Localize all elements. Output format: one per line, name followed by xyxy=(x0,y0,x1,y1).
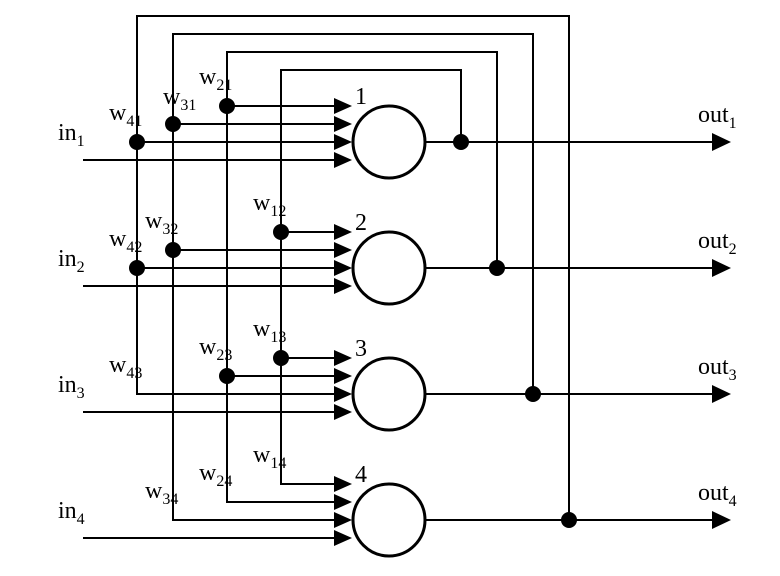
neuron-label-2: 2 xyxy=(355,210,367,236)
input-label-2: in2 xyxy=(58,246,85,276)
arrowhead xyxy=(334,386,352,402)
arrowhead xyxy=(334,152,352,168)
output-arrowhead-1 xyxy=(712,133,731,151)
neuron-label-1: 1 xyxy=(355,84,367,110)
output-tap-1 xyxy=(453,134,469,150)
weight-label-w34: w34 xyxy=(145,478,178,508)
weight-node-w32 xyxy=(165,242,181,258)
neuron-3 xyxy=(351,356,427,432)
weight-label-w21: w21 xyxy=(199,64,232,94)
input-label-1: in1 xyxy=(58,120,85,150)
output-tap-3 xyxy=(525,386,541,402)
arrowhead xyxy=(334,98,352,114)
weight-label-w32: w32 xyxy=(145,208,178,238)
output-tap-2 xyxy=(489,260,505,276)
arrowhead xyxy=(334,224,352,240)
weight-label-w41: w41 xyxy=(109,100,142,130)
neuron-label-3: 3 xyxy=(355,336,367,362)
weight-label-w31: w31 xyxy=(163,84,196,114)
arrowhead xyxy=(334,512,352,528)
neuron-label-4: 4 xyxy=(355,462,367,488)
output-arrowhead-4 xyxy=(712,511,731,529)
feedback-wire-4 xyxy=(136,15,570,520)
junction-dots xyxy=(129,98,577,528)
arrowhead xyxy=(334,278,352,294)
arrowhead xyxy=(334,476,352,492)
weight-node-w42 xyxy=(129,260,145,276)
output-label-3: out3 xyxy=(698,354,737,384)
arrowhead xyxy=(334,116,352,132)
weight-label-w43: w43 xyxy=(109,352,142,382)
output-arrowheads xyxy=(712,133,731,529)
weight-label-w13: w13 xyxy=(253,316,286,346)
weight-node-w13 xyxy=(273,350,289,366)
arrowhead xyxy=(334,260,352,276)
weight-node-w12 xyxy=(273,224,289,240)
arrowhead xyxy=(334,242,352,258)
feedback-wire-1 xyxy=(280,69,462,485)
weight-label-w23: w23 xyxy=(199,334,232,364)
output-arrowhead-3 xyxy=(712,385,731,403)
arrowhead xyxy=(334,494,352,510)
neuron-1 xyxy=(351,104,427,180)
feedback-wire-3 xyxy=(172,33,534,521)
input-arrowheads xyxy=(334,98,352,546)
arrowhead xyxy=(334,350,352,366)
arrowhead xyxy=(334,404,352,420)
weight-node-w23 xyxy=(219,368,235,384)
arrowhead xyxy=(334,134,352,150)
weight-label-w24: w24 xyxy=(199,460,232,490)
arrowhead xyxy=(334,368,352,384)
input-label-3: in3 xyxy=(58,372,85,402)
output-arrowhead-2 xyxy=(712,259,731,277)
output-label-2: out2 xyxy=(698,228,737,258)
weight-label-w14: w14 xyxy=(253,442,286,472)
weight-label-w42: w42 xyxy=(109,226,142,256)
neuron-2 xyxy=(351,230,427,306)
weight-node-w41 xyxy=(129,134,145,150)
weight-node-w31 xyxy=(165,116,181,132)
output-label-1: out1 xyxy=(698,102,737,132)
weight-node-w21 xyxy=(219,98,235,114)
output-tap-4 xyxy=(561,512,577,528)
weight-label-w12: w12 xyxy=(253,190,286,220)
input-label-4: in4 xyxy=(58,498,85,528)
arrowhead xyxy=(334,530,352,546)
neuron-4 xyxy=(351,482,427,558)
feedback-wire-2 xyxy=(226,51,498,503)
output-label-4: out4 xyxy=(698,480,737,510)
